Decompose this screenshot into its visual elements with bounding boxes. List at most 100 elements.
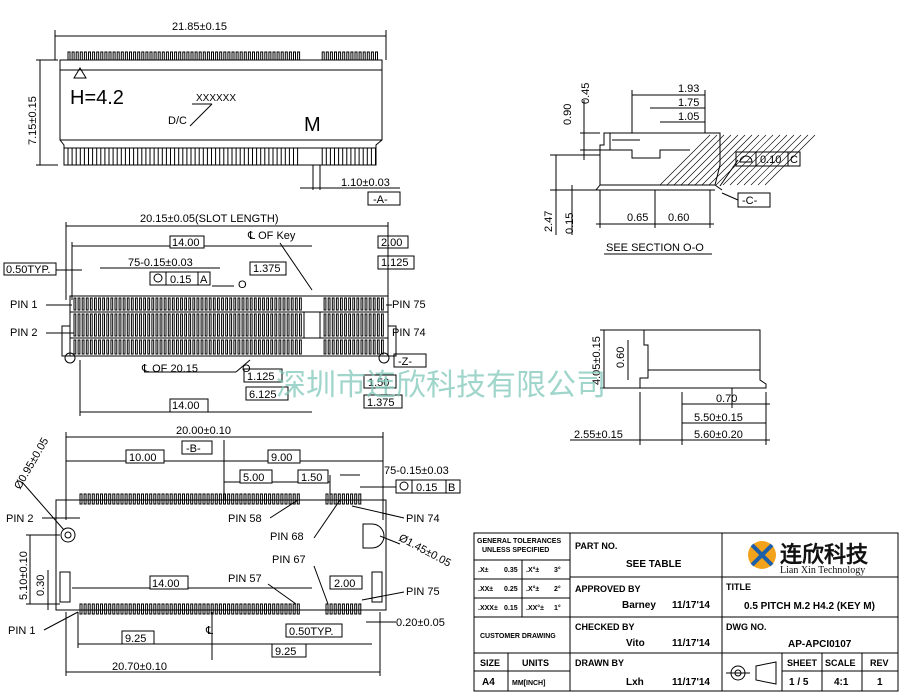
lower-pin <box>180 339 183 355</box>
bottom-lower-pin <box>169 603 173 615</box>
lower-pin <box>360 339 364 355</box>
inner-pin <box>167 313 171 337</box>
hatch-line <box>729 134 781 186</box>
lower-pin <box>225 339 228 355</box>
bottom-upper-pin <box>354 493 358 505</box>
top-pin <box>321 51 325 61</box>
bot-pin2: PIN 2 <box>6 513 34 525</box>
top-pin <box>120 51 124 61</box>
inner-pin <box>159 313 163 337</box>
bottom-upper-pin <box>190 493 194 505</box>
inner-pin <box>81 313 85 337</box>
tb-tol-xa: .X°± <box>526 566 539 574</box>
cl-key: ℄ OF Key <box>247 230 296 242</box>
lower-pin <box>282 339 286 355</box>
top-pin <box>370 51 374 61</box>
hatch-line <box>750 134 802 186</box>
tb-approved-label: APPROVED BY <box>575 584 641 594</box>
lower-pin <box>262 339 265 355</box>
bot-d150: 1.50 <box>301 472 322 484</box>
section-view: 1.93 1.75 1.05 0.90 0.45 2.47 0.15 0.65 … <box>543 83 816 255</box>
mid-pin2: PIN 2 <box>10 327 38 339</box>
tb-tol-xxa: .X°± <box>526 585 539 593</box>
inner-pin <box>118 313 122 337</box>
bottom-upper-pin <box>136 493 140 505</box>
lower-pin <box>274 339 278 355</box>
bottom-upper-pin <box>239 493 243 505</box>
upper-pin <box>122 297 126 311</box>
inner-pin <box>262 313 265 337</box>
bottom-lower-pin <box>243 603 247 615</box>
tb-tol-xx: .XX± <box>478 586 493 593</box>
bot-d2000: 20.00±0.10 <box>176 425 231 437</box>
inner-pin <box>331 313 335 337</box>
upper-pin <box>188 297 192 311</box>
sec-d175: 1.75 <box>678 97 699 109</box>
inner-pin <box>286 313 290 337</box>
bottom-upper-pin <box>128 493 132 505</box>
bottom-view: 20.00±0.10 -B- 10.00 9.00 5.00 1.50 75-0… <box>6 425 461 676</box>
upper-pin <box>352 297 356 311</box>
tb-scale-label: SCALE <box>825 658 856 668</box>
top-pin <box>268 51 272 61</box>
top-pin <box>186 51 190 61</box>
bottom-lower-pin <box>354 603 358 615</box>
lower-pin <box>147 339 151 355</box>
inner-pin <box>196 313 200 337</box>
lower-pin <box>356 339 360 355</box>
lower-pin <box>89 339 93 355</box>
hatch-line <box>659 134 711 186</box>
projection-symbol <box>726 661 777 685</box>
bottom-lower-pin <box>235 603 239 615</box>
bot-d020: 0.20±0.05 <box>396 617 445 629</box>
tb-tol-xx-v: 0.25 <box>504 586 518 593</box>
upper-pin <box>356 297 360 311</box>
inner-pin <box>155 313 159 337</box>
sec-d060: 0.60 <box>668 212 689 224</box>
mid-050typ: 0.50TYP. <box>6 264 50 276</box>
upper-pin <box>229 297 233 311</box>
bottom-upper-pin <box>141 493 144 505</box>
bottom-lower-pin <box>124 603 128 615</box>
bottom-lower-pin <box>346 603 349 615</box>
top-height-dim: 7.15±0.15 <box>27 96 39 145</box>
lower-pin <box>143 339 146 355</box>
mid-d1400-top: 14.00 <box>172 237 200 249</box>
top-pin <box>170 51 173 61</box>
bot-pin68: PIN 68 <box>270 531 304 543</box>
bottom-upper-pin <box>210 493 214 505</box>
bottom-upper-pin <box>173 493 177 505</box>
bottom-lower-pin <box>190 603 194 615</box>
tb-tol-x-v: 0.35 <box>504 567 518 574</box>
top-pin <box>157 51 161 61</box>
datum-c: -C- <box>742 195 758 207</box>
top-pin-row <box>67 51 378 61</box>
bottom-upper-pin <box>247 493 251 505</box>
company-logo: 连欣科技 Lian Xin Technology <box>748 541 869 576</box>
mid-pin75: PIN 75 <box>392 299 426 311</box>
bottom-upper-pin <box>223 493 226 505</box>
lower-pin <box>270 339 274 355</box>
bottom-upper-pin <box>296 493 300 505</box>
bottom-upper-pin <box>112 493 116 505</box>
inner-pin <box>372 313 376 337</box>
inner-pin <box>221 313 224 337</box>
tb-gen-tol-2: UNLESS SPECIFIED <box>482 547 549 554</box>
lower-pin <box>241 339 245 355</box>
bottom-lower-pin <box>333 603 337 615</box>
key-letter: M <box>304 114 321 136</box>
top-pin <box>161 51 165 61</box>
bot-pin74: PIN 74 <box>406 513 440 525</box>
inner-pin <box>290 313 294 337</box>
bot-pin67: PIN 67 <box>272 554 306 566</box>
datum-a: -A- <box>373 194 388 206</box>
tb-tol-x: .X± <box>478 567 489 574</box>
upper-pin <box>335 297 339 311</box>
lower-pin <box>372 339 376 355</box>
bottom-upper-pin <box>120 493 124 505</box>
inner-pin <box>94 313 97 337</box>
sec-d065: 0.65 <box>627 212 648 224</box>
top-pin <box>375 51 378 61</box>
inner-pin <box>176 313 179 337</box>
bot-d925b: 9.25 <box>275 646 296 658</box>
